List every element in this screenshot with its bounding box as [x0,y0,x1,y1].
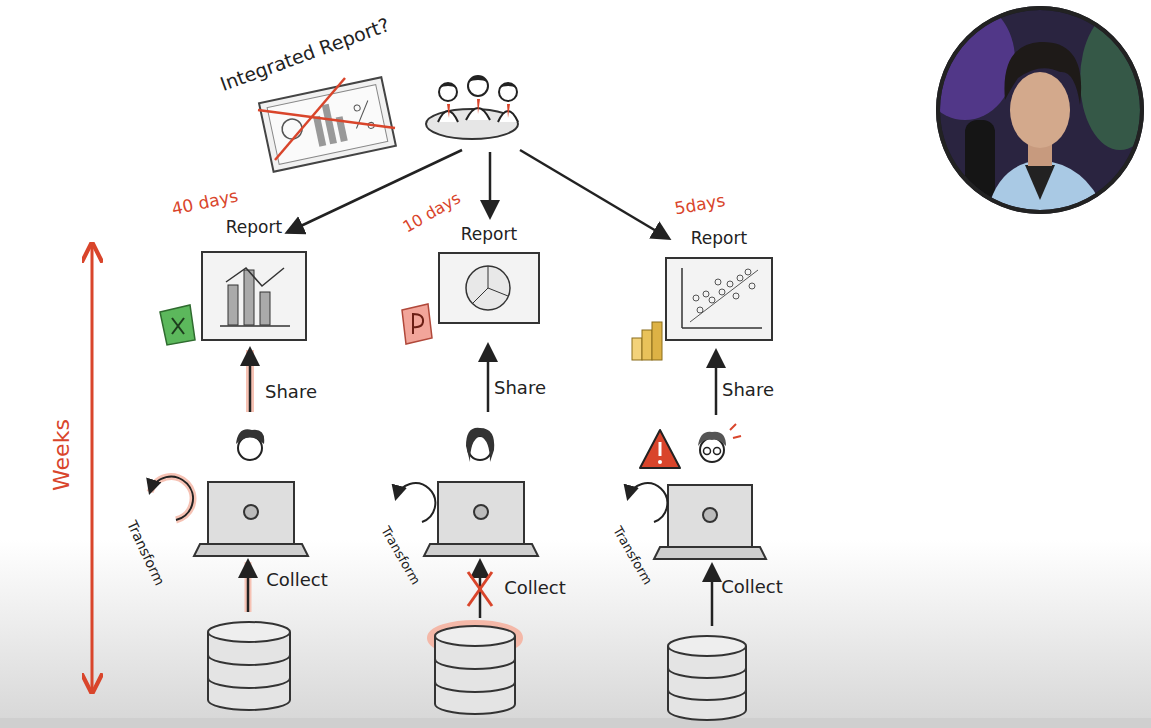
flow-label: Share [265,382,317,403]
flow-label: Share [494,378,546,399]
flow-label: Collect [721,577,783,598]
node-heading: Report [691,229,747,249]
crossed-report: Integrated Report? [205,10,405,170]
report-box: Report [662,226,776,344]
node-heading: Integrated Report? [217,14,392,96]
report-box: Report [198,215,310,343]
flow-label: Collect [504,578,566,599]
flow-label: Share [722,380,774,401]
node-heading: Report [461,225,517,245]
report-box: Report [435,222,543,328]
node-heading: Report [226,218,282,238]
axis-label: Weeks [49,419,74,491]
flow-label: Collect [266,570,328,591]
